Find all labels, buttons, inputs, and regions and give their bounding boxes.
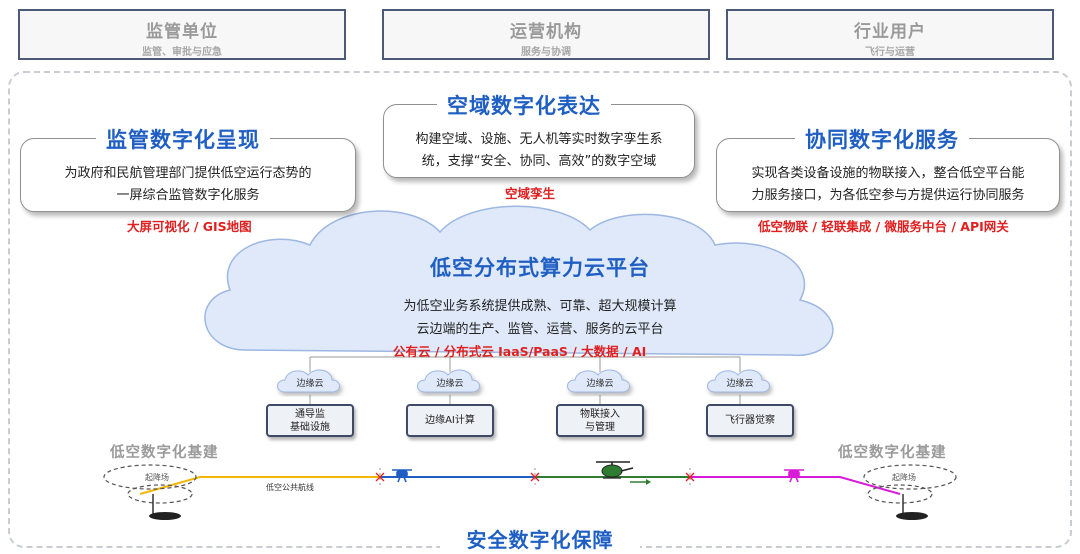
card-line: 为政府和民航管理部门提供低空运行态势的 xyxy=(64,166,312,181)
stakeholder-title: 行业用户 xyxy=(854,22,926,42)
edge-box-line: 与管理 xyxy=(585,421,615,433)
edge-cloud-label: 边缘云 xyxy=(436,379,464,389)
drone-icon-blue xyxy=(392,469,412,483)
edge-cloud-label: 边缘云 xyxy=(586,379,614,389)
drone-icon-magenta xyxy=(784,469,804,483)
infra-label-right: 低空数字化基建 xyxy=(838,445,947,461)
edge-cloud-icon-4 xyxy=(707,369,770,393)
card-line: 力服务接口，为各低空参与方提供运行协同服务 xyxy=(751,188,1025,203)
stakeholder-subtitle: 服务与协调 xyxy=(521,47,571,58)
edge-box-line: 飞行器觉察 xyxy=(725,415,775,426)
supervision-tags: 大屏可视化 / GIS地图 xyxy=(127,219,252,234)
cloud-platform-desc-line-1: 为低空业务系统提供成熟、可靠、超大规模计算 xyxy=(403,299,677,314)
landing-pad-label-left: 起降场 xyxy=(145,473,169,482)
stakeholder-regulator-box: 监管单位 监管、审批与应急 xyxy=(18,9,346,60)
edge-box-cns-infrastructure: 通导监 基础设施 xyxy=(266,404,354,437)
left-landing-pad xyxy=(103,464,197,520)
card-line: 一屏综合监管数字化服务 xyxy=(116,188,260,203)
infra-label-left: 低空数字化基建 xyxy=(110,445,219,461)
cloud-platform-title: 低空分布式算力云平台 xyxy=(430,256,650,280)
card-line: 实现各类设备设施的物联接入，整合低空平台能 xyxy=(751,166,1025,181)
edge-cloud-label: 边缘云 xyxy=(726,379,754,389)
edge-cloud-icon-3 xyxy=(567,369,630,393)
collaboration-card-title: 协同数字化服务 xyxy=(795,124,969,154)
edge-box-line: 通导监 xyxy=(295,408,325,420)
edge-box-aircraft-awareness: 飞行器觉察 xyxy=(706,404,794,437)
supervision-card-title: 监管数字化呈现 xyxy=(96,124,270,154)
edge-cloud-icon-2 xyxy=(417,369,480,393)
cloud-platform-tags: 公有云 / 分布式云 IaaS/PaaS / 大数据 / AI xyxy=(393,344,647,359)
edge-box-line: 边缘AI计算 xyxy=(425,415,475,426)
edge-box-line: 物联接入 xyxy=(580,408,620,420)
card-line: 构建空域、设施、无人机等实时数字孪生系 xyxy=(415,132,663,147)
stakeholder-subtitle: 监管、审批与应急 xyxy=(142,47,222,58)
safety-assurance-title: 安全数字化保障 xyxy=(440,524,640,554)
edge-cloud-icon-1 xyxy=(277,369,340,393)
edge-box-iot-access: 物联接入 与管理 xyxy=(556,404,644,437)
stakeholder-operator-box: 运营机构 服务与协调 xyxy=(382,9,710,60)
edge-box-line: 基础设施 xyxy=(290,421,330,433)
stakeholder-user-box: 行业用户 飞行与运营 xyxy=(726,9,1054,60)
public-route-label: 低空公共航线 xyxy=(266,483,314,492)
helicopter-icon xyxy=(596,461,651,485)
landing-pad-label-right: 起降场 xyxy=(892,473,916,482)
airspace-card-title: 空域数字化表达 xyxy=(437,90,611,120)
right-landing-pad xyxy=(863,464,957,520)
edge-cloud-label: 边缘云 xyxy=(296,379,324,389)
stakeholder-title: 运营机构 xyxy=(510,22,582,42)
airspace-tags: 空域孪生 xyxy=(505,186,556,201)
cloud-shape xyxy=(204,205,834,357)
collaboration-tags: 低空物联 / 轻联集成 / 微服务中台 / API网关 xyxy=(758,219,1009,234)
stakeholder-subtitle: 飞行与运营 xyxy=(865,47,915,58)
card-line: 统，支撑“安全、协同、高效”的数字空域 xyxy=(421,154,657,169)
cloud-platform-desc-line-2: 云边端的生产、监管、运营、服务的云平台 xyxy=(416,322,664,337)
edge-box-edge-ai: 边缘AI计算 xyxy=(406,404,494,437)
cloud-connectors xyxy=(309,356,741,404)
stakeholder-title: 监管单位 xyxy=(146,22,218,42)
